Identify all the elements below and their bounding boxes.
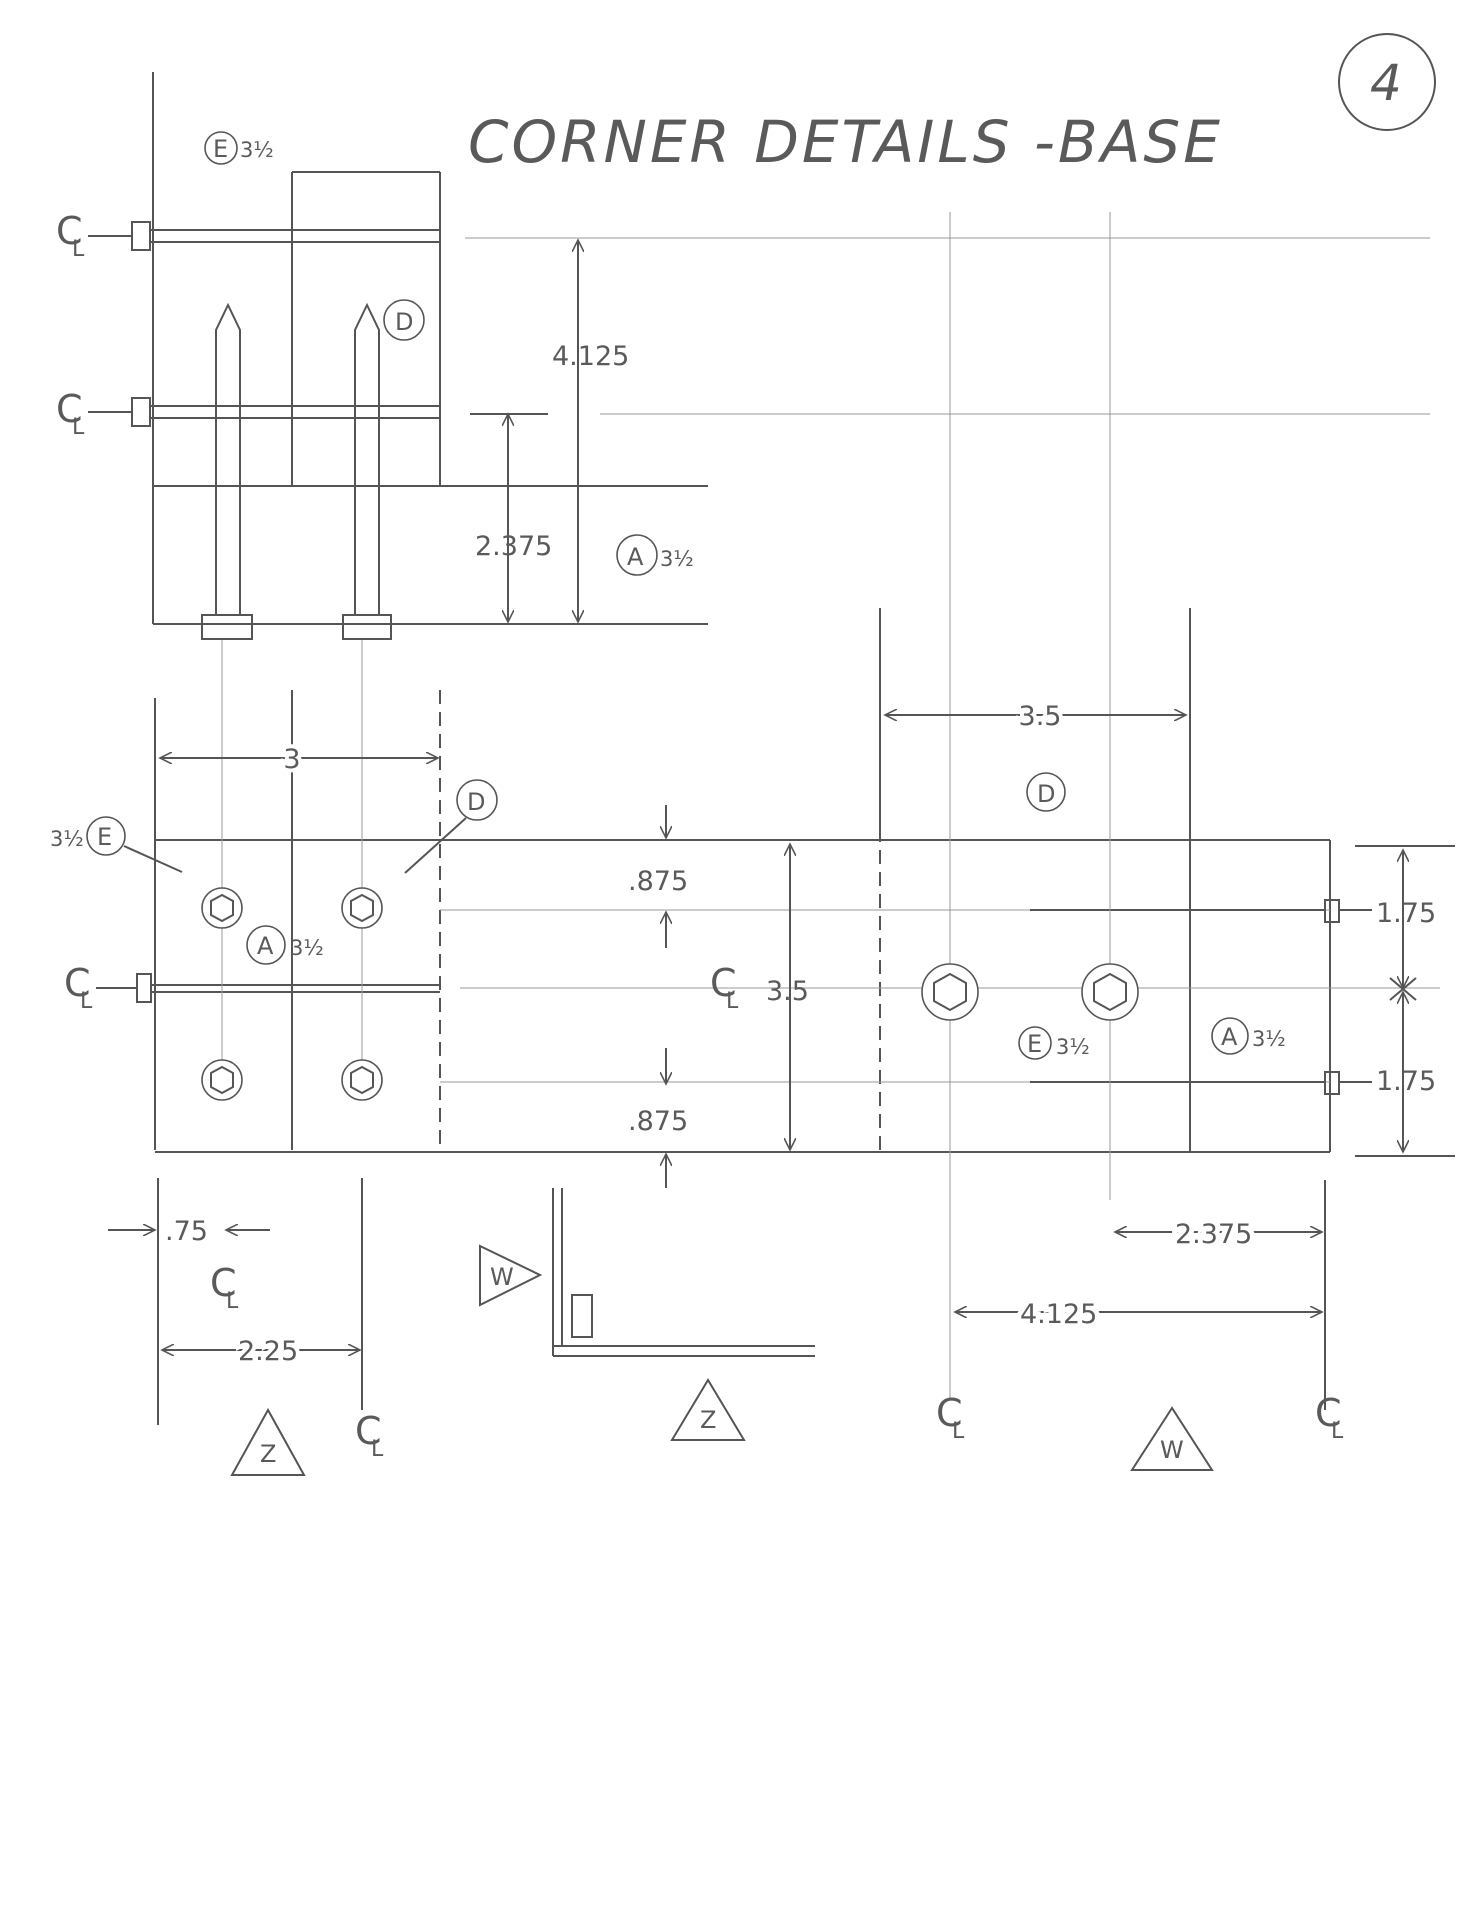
dimension-label: 1.75 xyxy=(1376,898,1436,929)
svg-text:A: A xyxy=(257,932,274,960)
section-detail xyxy=(552,1188,815,1357)
part-callout-a: A 3½ xyxy=(1211,1017,1286,1055)
svg-text:Z: Z xyxy=(260,1440,276,1468)
view-marker-z: Z xyxy=(230,1407,306,1476)
centerline-symbol xyxy=(64,961,93,1014)
svg-text:3½: 3½ xyxy=(660,547,694,571)
lower-dimensions-right xyxy=(955,1180,1326,1410)
dimension-label: 2.375 xyxy=(1175,1219,1252,1250)
svg-text:W: W xyxy=(490,1263,514,1291)
dimension-label: 3.5 xyxy=(766,976,809,1007)
dimension-label: 4.125 xyxy=(1020,1299,1097,1330)
view-marker-w: W xyxy=(1130,1406,1214,1471)
part-callout-e: E 3½ xyxy=(50,816,183,873)
centerline-symbol xyxy=(56,387,85,440)
part-callout-e: E 3½ xyxy=(204,131,274,165)
dimension-label: 3.5 xyxy=(1019,701,1062,732)
plan-view-base-corner xyxy=(136,212,1440,1400)
dimension-label: .75 xyxy=(165,1216,208,1247)
elevation-view-top-left xyxy=(131,72,1430,640)
centerline-symbol xyxy=(710,961,739,1014)
centerline-symbol xyxy=(210,1261,239,1314)
svg-text:E: E xyxy=(1027,1030,1042,1058)
part-callout-e: E 3½ xyxy=(1018,1026,1090,1060)
dimension-label: 2.375 xyxy=(475,531,552,562)
part-callout-a: A 3½ xyxy=(246,925,324,965)
dimension-label: 1.75 xyxy=(1376,1066,1436,1097)
svg-text:W: W xyxy=(1160,1436,1184,1464)
svg-text:3½: 3½ xyxy=(1252,1027,1286,1051)
dimension-label: 4.125 xyxy=(552,341,629,372)
centerline-symbol xyxy=(355,1409,384,1462)
svg-text:3½: 3½ xyxy=(240,138,274,162)
part-callout-d: D xyxy=(383,299,425,341)
svg-text:D: D xyxy=(1037,780,1055,808)
svg-text:3½: 3½ xyxy=(50,827,84,851)
centerline-symbol xyxy=(1315,1391,1344,1444)
dimension-label: 3 xyxy=(283,744,300,775)
centerline-symbol xyxy=(56,209,85,262)
sheet-number-badge: 4 xyxy=(1338,33,1436,131)
svg-text:A: A xyxy=(627,543,644,571)
view-marker-w: W xyxy=(479,1244,543,1307)
svg-text:A: A xyxy=(1221,1023,1238,1051)
part-callout-a: A 3½ xyxy=(616,534,694,576)
svg-text:D: D xyxy=(467,788,485,816)
svg-text:E: E xyxy=(213,135,228,163)
svg-text:3½: 3½ xyxy=(1056,1035,1090,1059)
svg-text:E: E xyxy=(97,823,112,851)
part-callout-d: D xyxy=(1026,772,1066,812)
svg-text:D: D xyxy=(395,308,413,336)
sheet-number: 4 xyxy=(1370,54,1402,112)
svg-text:3½: 3½ xyxy=(290,936,324,960)
dimension-label: .875 xyxy=(628,1106,688,1137)
dimension-label: .875 xyxy=(628,866,688,897)
centerline-symbol xyxy=(936,1391,965,1444)
svg-text:Z: Z xyxy=(700,1406,716,1434)
dimension-label: 2.25 xyxy=(238,1336,298,1367)
lower-dimensions-left xyxy=(108,1178,363,1425)
view-marker-z: Z xyxy=(670,1378,746,1441)
part-callout-d: D xyxy=(404,779,498,874)
page-title: CORNER DETAILS -BASE xyxy=(468,108,1223,176)
